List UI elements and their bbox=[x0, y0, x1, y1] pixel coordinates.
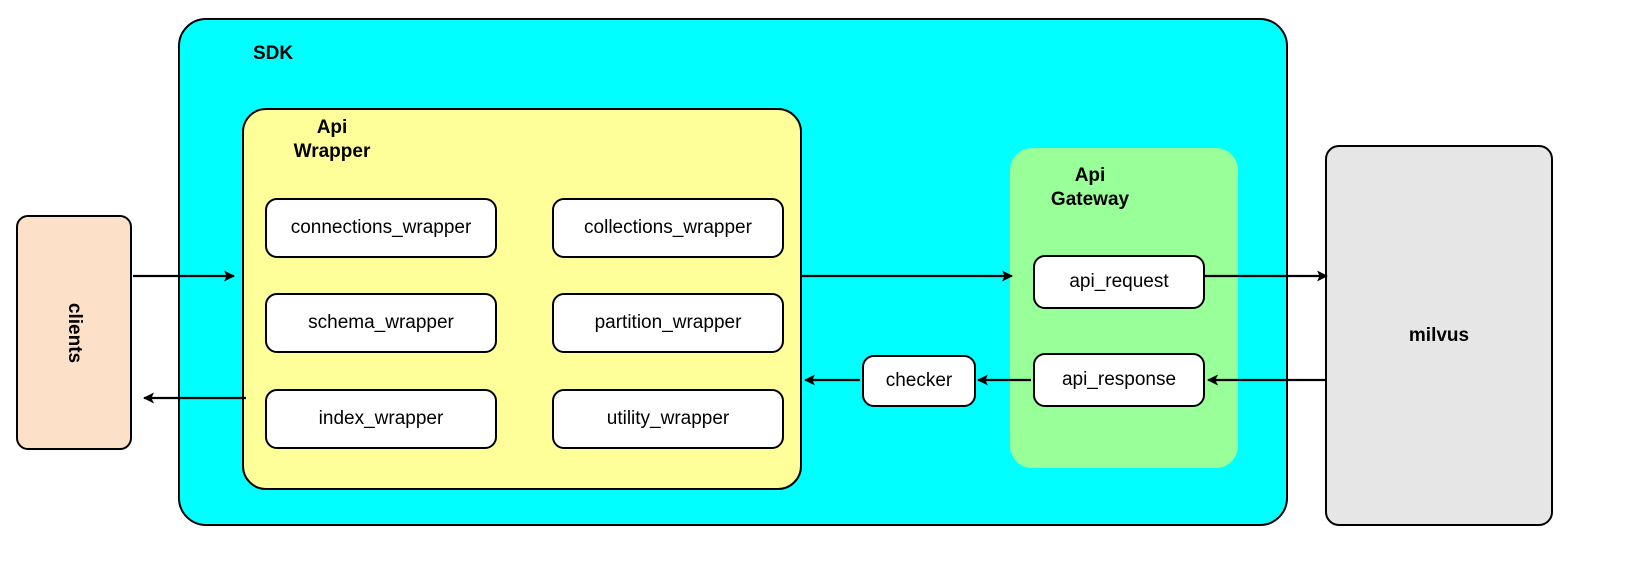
module-label: api_request bbox=[1069, 271, 1169, 292]
checker-box[interactable]: checker bbox=[862, 355, 976, 407]
module-index-wrapper[interactable]: index_wrapper bbox=[265, 389, 497, 449]
module-partition-wrapper[interactable]: partition_wrapper bbox=[552, 293, 784, 353]
module-label: schema_wrapper bbox=[308, 312, 454, 333]
module-label: utility_wrapper bbox=[606, 408, 730, 429]
module-api-response[interactable]: api_response bbox=[1033, 353, 1205, 407]
sdk-label: SDK bbox=[252, 43, 294, 64]
clients-box[interactable]: clients bbox=[16, 215, 132, 450]
module-schema-wrapper[interactable]: schema_wrapper bbox=[265, 293, 497, 353]
module-label: api_response bbox=[1061, 369, 1177, 390]
module-utility-wrapper[interactable]: utility_wrapper bbox=[552, 389, 784, 449]
module-api-request[interactable]: api_request bbox=[1033, 255, 1205, 309]
clients-label: clients bbox=[63, 302, 85, 363]
module-collections-wrapper[interactable]: collections_wrapper bbox=[552, 198, 784, 258]
module-label: partition_wrapper bbox=[594, 312, 742, 333]
module-label: index_wrapper bbox=[318, 408, 444, 429]
module-label: connections_wrapper bbox=[290, 217, 472, 238]
api-wrapper-label: Api Wrapper bbox=[293, 117, 371, 162]
milvus-box[interactable]: milvus bbox=[1325, 145, 1553, 526]
api-gateway-label: Api Gateway bbox=[1050, 165, 1130, 210]
module-connections-wrapper[interactable]: connections_wrapper bbox=[265, 198, 497, 258]
milvus-label: milvus bbox=[1408, 324, 1470, 346]
module-label: collections_wrapper bbox=[584, 217, 752, 238]
checker-label: checker bbox=[885, 370, 953, 391]
